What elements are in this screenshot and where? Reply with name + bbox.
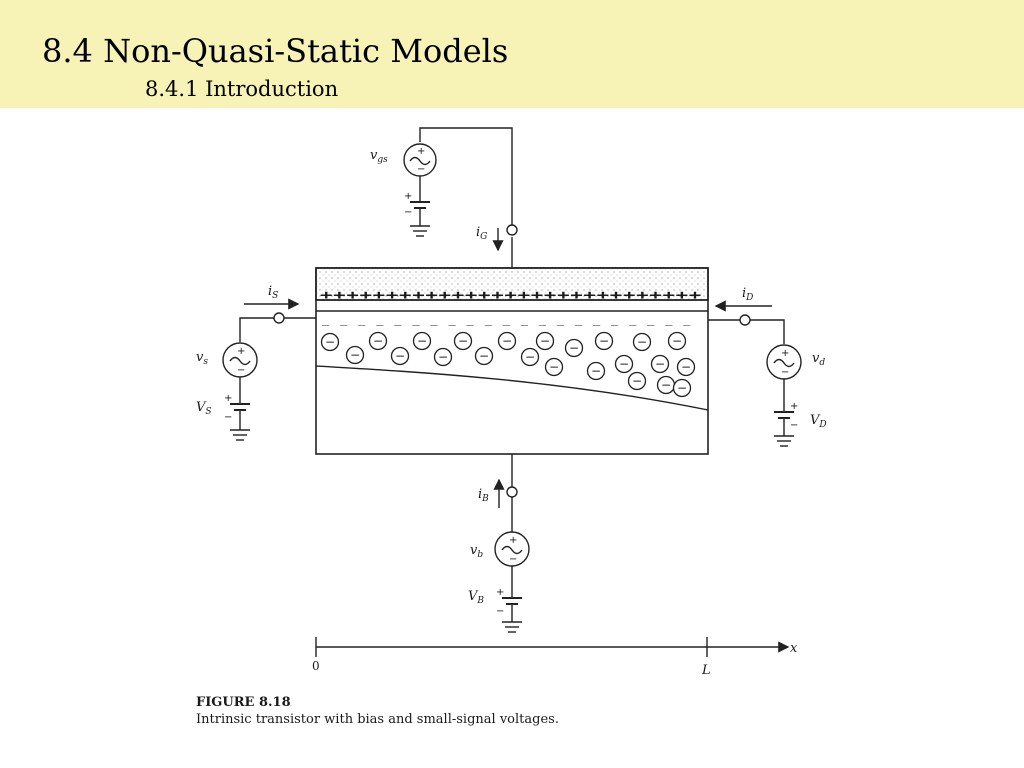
- acceptor-ion-icon: [497, 331, 517, 351]
- acceptor-ion-icon: [520, 347, 540, 367]
- acceptor-ion-charge: −: [599, 334, 609, 348]
- svg-text:iB: iB: [478, 487, 489, 504]
- svg-text:+: +: [781, 348, 789, 359]
- acceptor-ion-charge: −: [502, 334, 512, 348]
- acceptor-ion-icon: [412, 331, 432, 351]
- acceptor-ion-icon: [474, 346, 494, 366]
- inversion-charges: _ _ _ _ _ _ _ _ _ _ _ _ _ _ _ _ _ _ _ _ …: [322, 312, 692, 326]
- acceptor-ion-icon: [672, 378, 692, 398]
- acceptor-ion-icon: [667, 331, 687, 351]
- svg-text:−: −: [224, 412, 232, 423]
- acceptor-ion-charge: −: [373, 334, 383, 348]
- acceptor-ion-icon: [564, 338, 584, 358]
- acceptor-ion-icon: [535, 331, 555, 351]
- source-terminal[interactable]: [273, 312, 285, 324]
- drain-circuit: + − + − iD vd VD: [708, 286, 827, 447]
- slide-subtitle: 8.4.1 Introduction: [145, 77, 339, 101]
- svg-text:−: −: [417, 164, 425, 175]
- acceptor-ion-icon: [368, 331, 388, 351]
- source-circuit: + − + − iS vs VS: [196, 284, 316, 441]
- slide-header: 8.4 Non-Quasi-Static Models 8.4.1 Introd…: [0, 0, 1024, 108]
- svg-text:iD: iD: [742, 286, 753, 303]
- acceptor-ion-charge: −: [632, 374, 642, 388]
- figure-caption-title: FIGURE 8.18: [196, 695, 291, 710]
- acceptor-ion-charge: −: [395, 349, 405, 363]
- acceptor-ion-charge: −: [661, 378, 671, 392]
- gate-terminal[interactable]: [506, 224, 518, 236]
- axis-variable-label: x: [790, 641, 798, 656]
- svg-text:−: −: [790, 420, 798, 431]
- acceptor-ion-icon: [614, 354, 634, 374]
- acceptor-ion-icon: [586, 361, 606, 381]
- svg-text:vd: vd: [812, 351, 825, 368]
- figure-caption-text: Intrinsic transistor with bias and small…: [196, 712, 559, 727]
- svg-text:iG: iG: [476, 225, 487, 242]
- svg-text:+: +: [790, 401, 798, 412]
- acceptor-ion-icon: [594, 331, 614, 351]
- body-circuit: + − + − iB vb VB: [468, 454, 530, 633]
- axis-length-label: L: [701, 663, 711, 678]
- acceptor-ion-icon: [544, 357, 564, 377]
- acceptor-ion-charge: −: [591, 364, 601, 378]
- body-terminal[interactable]: [506, 486, 518, 498]
- gate-positive-charges: +++++++++++++++++++++++++++++: [320, 288, 702, 302]
- acceptor-ion-icon: [676, 357, 696, 377]
- transistor-device: +++++++++++++++++++++++++++++ _ _ _ _ _ …: [315, 267, 709, 455]
- acceptor-ion-charge: −: [417, 334, 427, 348]
- svg-text:vb: vb: [470, 543, 483, 560]
- svg-text:−: −: [496, 606, 504, 617]
- acceptor-ion-charge: −: [672, 334, 682, 348]
- svg-text:+: +: [404, 191, 412, 202]
- acceptor-ion-charge: −: [619, 357, 629, 371]
- acceptor-ion-icon: [453, 331, 473, 351]
- axis-origin-label: 0: [312, 659, 320, 673]
- gate-circuit: + − + − iG vgs: [370, 127, 518, 268]
- position-axis: 0 L x: [312, 637, 798, 678]
- acceptor-ion-charge: −: [438, 350, 448, 364]
- svg-text:+: +: [509, 535, 517, 546]
- svg-text:+: +: [496, 587, 504, 598]
- svg-text:VS: VS: [196, 400, 212, 417]
- acceptor-ion-icon: [390, 346, 410, 366]
- svg-text:−: −: [237, 365, 245, 376]
- acceptor-ion-charge: −: [525, 350, 535, 364]
- acceptor-ion-charge: −: [569, 341, 579, 355]
- svg-text:−: −: [781, 367, 789, 378]
- drain-terminal[interactable]: [739, 314, 751, 326]
- svg-text:+: +: [224, 393, 232, 404]
- svg-text:+: +: [417, 146, 425, 157]
- depletion-edge: [315, 365, 709, 411]
- svg-text:vgs: vgs: [370, 148, 388, 165]
- svg-text:VD: VD: [810, 413, 827, 430]
- acceptor-ion-charge: −: [479, 349, 489, 363]
- svg-text:vs: vs: [196, 350, 208, 367]
- svg-text:VB: VB: [468, 589, 484, 606]
- acceptor-ion-charge: −: [549, 360, 559, 374]
- acceptor-ion-charge: −: [540, 334, 550, 348]
- svg-text:−: −: [509, 554, 517, 565]
- acceptor-ion-charge: −: [655, 357, 665, 371]
- slide-title: 8.4 Non-Quasi-Static Models: [42, 32, 509, 70]
- acceptor-ion-icon: [632, 332, 652, 352]
- acceptor-ion-charge: −: [458, 334, 468, 348]
- acceptor-ion-charge: −: [637, 335, 647, 349]
- depletion-ions: −−−−−−−−−−−−−−−−−−−−−−−: [320, 331, 696, 398]
- acceptor-ion-charge: −: [677, 381, 687, 395]
- acceptor-ion-icon: [627, 371, 647, 391]
- acceptor-ion-icon: [320, 332, 340, 352]
- acceptor-ion-charge: −: [325, 335, 335, 349]
- acceptor-ion-icon: [650, 354, 670, 374]
- svg-text:+: +: [237, 346, 245, 357]
- acceptor-ion-charge: −: [350, 348, 360, 362]
- acceptor-ion-icon: [433, 347, 453, 367]
- acceptor-ion-charge: −: [681, 360, 691, 374]
- acceptor-ion-icon: [345, 345, 365, 365]
- svg-text:iS: iS: [268, 284, 278, 301]
- svg-text:−: −: [404, 207, 412, 218]
